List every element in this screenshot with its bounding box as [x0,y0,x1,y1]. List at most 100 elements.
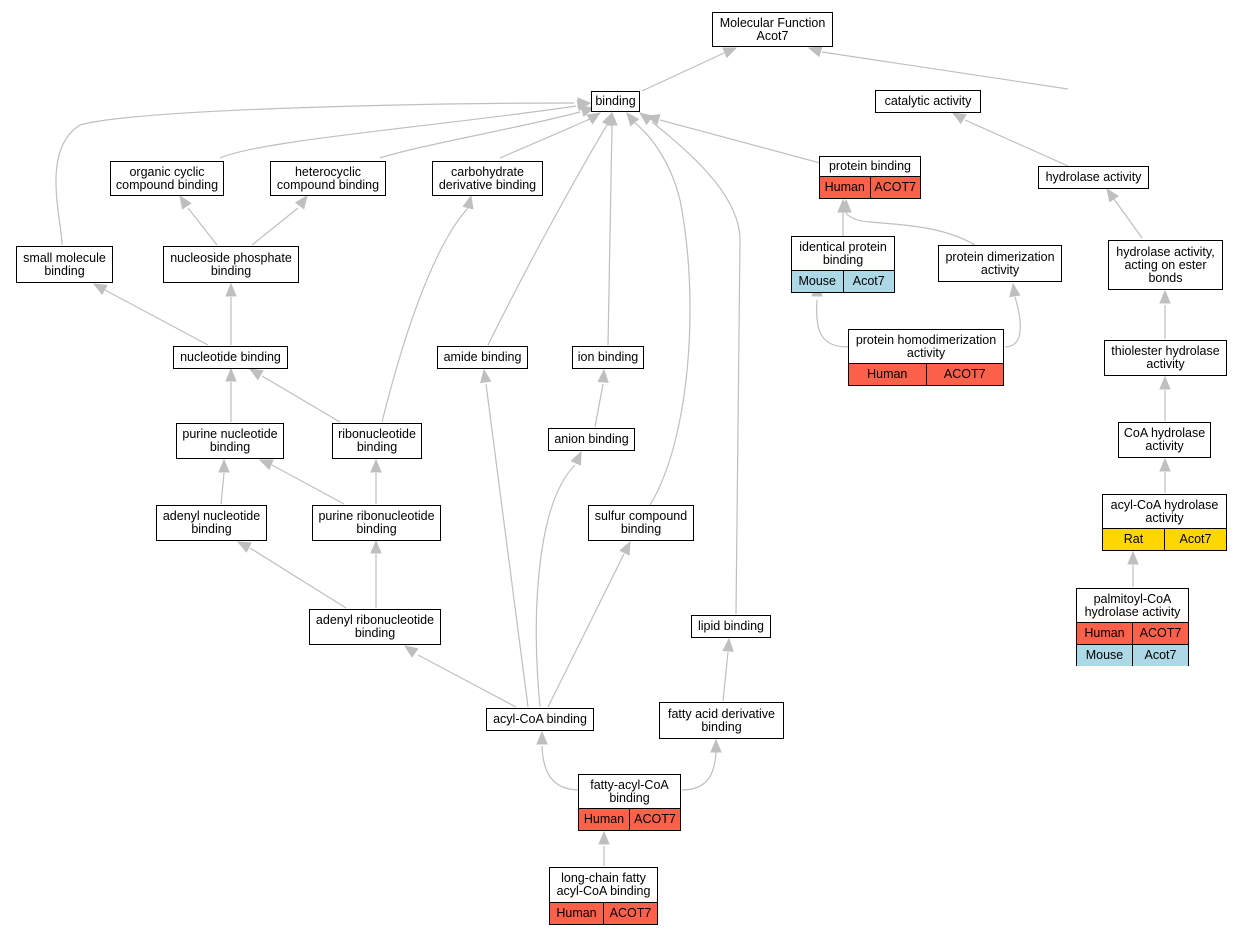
edge-line [271,464,345,505]
species-cell: Mouse [792,271,843,292]
species-cell: Rat [1103,529,1164,550]
go-term-label-line: activity [980,262,1020,277]
arrowhead [480,368,492,384]
go-term-label-line: acyl-CoA binding [556,884,651,898]
arrowhead [619,540,631,556]
edge-line [261,375,341,423]
edge-line [187,207,218,246]
go-term-label-line: bonds [1148,270,1183,285]
go-term-hydrolase[interactable]: hydrolase activity [1038,166,1149,189]
go-term-label-line: adenyl nucleotide [162,509,261,523]
go-term-label: nucleotide binding [174,347,287,368]
go-term-label-line: palmitoyl-CoA [1093,591,1172,606]
edge-line [541,745,581,791]
go-term-label-line: nucleotide binding [180,350,281,364]
go-term-label-line: protein dimerization [945,249,1055,264]
go-term-label-line: binding [44,263,85,278]
go-term-nucleotide[interactable]: nucleotide binding [173,346,288,369]
go-term-catalytic[interactable]: catalytic activity [875,90,981,113]
gene-cell: ACOT7 [629,809,680,830]
go-term-label-line: binding [356,522,397,536]
arrowhead [1009,282,1021,298]
arrowhead [1159,289,1171,304]
edge-line [1113,198,1143,239]
arrowhead [218,458,230,473]
go-term-anion[interactable]: anion binding [548,428,635,451]
go-term-label-line: binding [356,440,398,454]
go-term-label-line: protein homodimerization [855,332,997,347]
go-term-lipid[interactable]: lipid binding [691,615,771,638]
arrowhead [597,368,609,383]
go-term-label: ion binding [573,347,643,368]
go-term-label-line: compound binding [115,177,219,192]
go-term-label: catalytic activity [876,91,980,112]
edge-line [821,51,1069,90]
gene-cell: ACOT7 [603,903,657,924]
go-term-binding[interactable]: binding [591,91,640,112]
arrowhead [179,194,192,210]
edge-line [1004,296,1021,348]
species-cell: Human [550,903,603,924]
go-term-label-line: acyl-CoA hydrolase [1110,497,1219,512]
go-term-label-line: Molecular Function [719,15,826,30]
arrowhead [951,112,967,125]
go-term-label-line: acyl-CoA binding [493,712,587,726]
gene-cell: ACOT7 [869,177,920,198]
go-term-label-line: activity [1145,510,1184,525]
go-term-label-line: hydrolase activity [1084,604,1181,619]
go-term-ion[interactable]: ion binding [572,346,644,369]
go-term-label: lipid binding [692,616,770,637]
arrowhead [225,282,237,297]
go-term-label-line: amide binding [443,350,522,364]
edge-line [381,207,469,423]
edge-line [594,383,604,428]
species-cell: Human [820,177,870,198]
go-term-label-line: fatty acid derivative [668,706,775,721]
arrowhead [638,112,654,126]
go-term-label-line: CoA hydrolase [1123,426,1206,440]
go-term-acyl-coa[interactable]: acyl-CoA binding [486,708,594,731]
go-term-label-line: identical protein [799,239,887,254]
go-term-label-line: binding [210,263,252,278]
go-term-amide[interactable]: amide binding [437,346,528,369]
go-term-label-line: adenyl ribonucleotide [315,613,435,627]
edge-line [485,383,529,708]
edge-line [681,751,717,791]
go-term-label-line: carbohydrate [451,164,524,179]
